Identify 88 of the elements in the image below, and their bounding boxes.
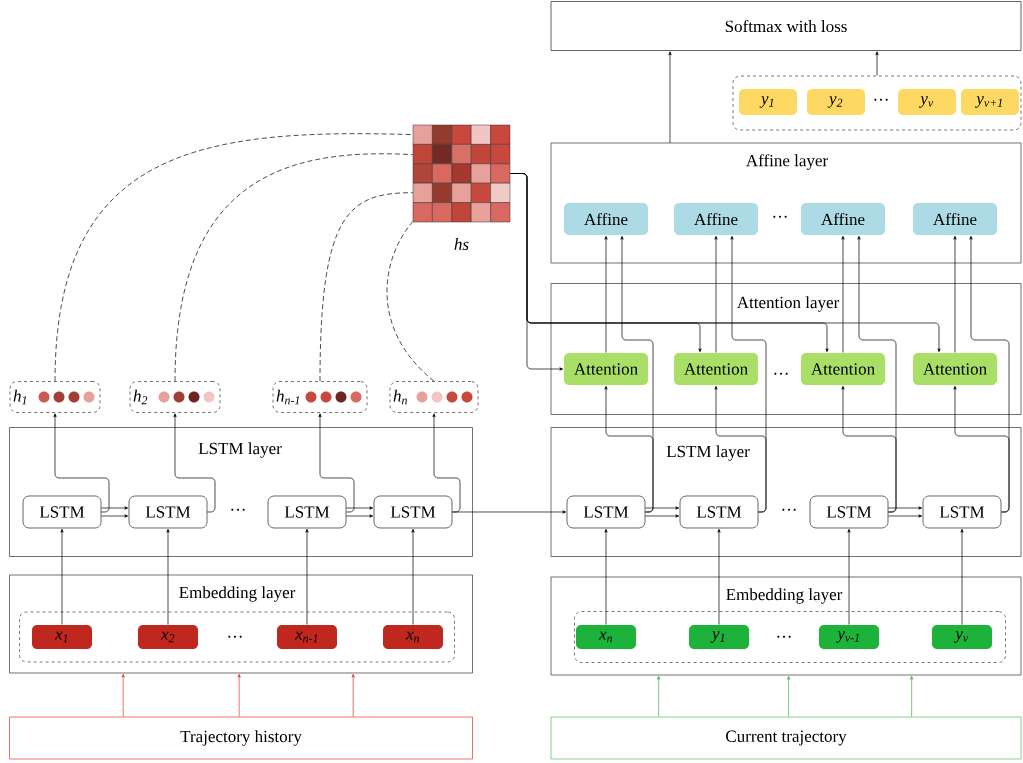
arrow — [953, 235, 957, 353]
unit-box: Attention — [564, 353, 648, 385]
dashed-connector — [174, 153, 413, 382]
token-box: y$_{1}$ — [689, 625, 749, 649]
hidden-vector: h$_{n}$ — [389, 381, 479, 413]
arrow — [237, 673, 241, 717]
arrow — [645, 514, 680, 518]
dashed-group-box — [732, 75, 1022, 131]
arrow — [841, 235, 845, 353]
arrow — [969, 235, 1010, 513]
arrow — [60, 528, 64, 625]
token-box: x$_{n}$ — [576, 625, 636, 649]
unit-box: Attention — [801, 353, 885, 385]
arrow — [346, 506, 374, 510]
lstm-cell-box: LSTM — [22, 495, 102, 529]
token-box: y$_{2}$ — [807, 89, 865, 115]
token-box: y$_{1}$ — [739, 89, 797, 115]
process-box: Trajectory history — [9, 716, 473, 760]
arrow — [452, 510, 567, 514]
arrow — [411, 528, 415, 625]
arrow — [318, 413, 355, 513]
matrix-caption: hs — [454, 238, 469, 250]
arrow — [910, 675, 914, 717]
arrow — [173, 413, 216, 513]
unit-box: Affine — [674, 203, 758, 235]
unit-box: Affine — [801, 203, 885, 235]
lstm-cell-box: LSTM — [922, 495, 1002, 529]
lstm-cell-box: LSTM — [679, 495, 759, 529]
arrow — [53, 413, 110, 513]
dashed-group-box — [19, 611, 455, 663]
ellipsis: ··· — [874, 98, 888, 101]
arrow — [510, 173, 941, 353]
ellipsis: ··· — [774, 372, 788, 375]
arrow — [888, 514, 923, 518]
arrow — [101, 514, 129, 518]
token-box: x$_{n}$ — [383, 625, 443, 649]
unit-box: Attention — [913, 353, 997, 385]
arrow — [960, 528, 964, 625]
arrow — [432, 413, 461, 513]
arrow — [717, 528, 721, 625]
arrow — [657, 675, 661, 717]
arrow — [888, 506, 923, 510]
hidden-vector: h$_{n-1}$ — [272, 381, 368, 413]
process-box: Current trajectory — [550, 716, 1022, 760]
token-box: y$_{v+1}$ — [961, 89, 1019, 115]
arrow — [714, 235, 718, 353]
process-box: Softmax with loss — [550, 1, 1022, 51]
arrow — [620, 235, 654, 513]
token-box: x$_{n-1}$ — [277, 625, 337, 649]
arrow — [121, 673, 125, 717]
arrow — [101, 506, 129, 510]
token-box: y$_{v}$ — [932, 625, 992, 649]
arrow — [857, 235, 897, 513]
lstm-cell-box: LSTM — [566, 495, 646, 529]
token-box: y$_{v-1}$ — [819, 625, 879, 649]
arrow — [847, 528, 851, 625]
lstm-cell-box: LSTM — [128, 495, 208, 529]
unit-box: Affine — [564, 203, 648, 235]
ellipsis: ··· — [773, 215, 787, 218]
arrow — [604, 528, 608, 625]
arrow — [787, 675, 791, 717]
token-box: x$_{1}$ — [32, 625, 92, 649]
token-box: y$_{v}$ — [898, 89, 956, 115]
unit-box: Affine — [913, 203, 997, 235]
ellipsis: ··· — [231, 508, 245, 511]
arrow — [645, 506, 680, 510]
lstm-cell-box: LSTM — [373, 495, 453, 529]
unit-box: Attention — [674, 353, 758, 385]
lstm-cell-box: LSTM — [267, 495, 347, 529]
arrow — [305, 528, 309, 625]
ellipsis: ··· — [228, 635, 242, 638]
arrow — [346, 514, 374, 518]
hidden-vector: h$_{2}$ — [129, 381, 221, 413]
arrow — [730, 235, 767, 513]
dashed-group-box — [574, 611, 1006, 663]
arrow — [668, 51, 672, 143]
arrow — [166, 528, 170, 625]
dashed-connector — [386, 221, 435, 382]
arrow — [604, 235, 608, 353]
arrow — [875, 51, 879, 76]
dashed-connector — [319, 192, 413, 382]
lstm-cell-box: LSTM — [809, 495, 889, 529]
hidden-vector: h$_{1}$ — [9, 381, 101, 413]
arrow — [351, 673, 355, 717]
ellipsis: ··· — [777, 635, 791, 638]
ellipsis: ··· — [782, 508, 796, 511]
token-box: x$_{2}$ — [138, 625, 198, 649]
dashed-connector — [54, 133, 413, 382]
